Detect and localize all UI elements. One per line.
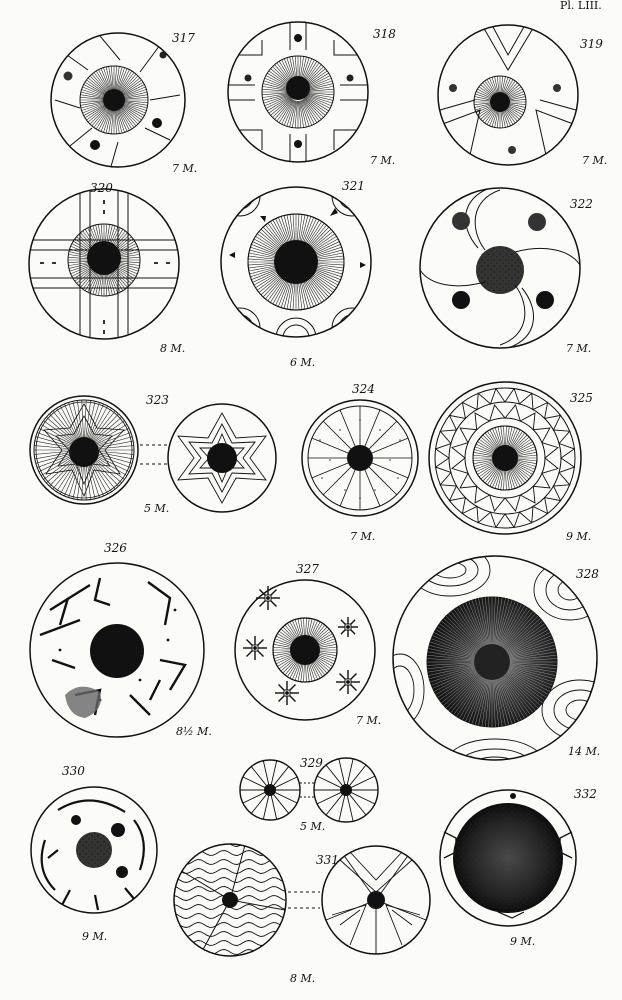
scale-label: 9 M. xyxy=(510,935,535,948)
figure-number: 317 xyxy=(172,31,195,45)
figure-326: 326 8½ M. xyxy=(29,541,212,738)
plate-header: Pl. LIII. xyxy=(560,0,602,12)
figure-number: 322 xyxy=(570,197,593,211)
scale-label: 7 M. xyxy=(356,714,381,727)
scale-label: 8 M. xyxy=(160,342,185,355)
zigzag-band xyxy=(451,404,559,512)
figure-number: 326 xyxy=(104,541,127,555)
figure-318: 318 7 M. xyxy=(227,21,396,167)
radial-spoke-group xyxy=(314,758,378,822)
scale-label: 7 M. xyxy=(370,154,395,167)
figure-number: 320 xyxy=(90,181,113,195)
figure-325: 325 9 M. xyxy=(428,381,593,543)
scale-label: 6 M. xyxy=(290,356,315,369)
radial-spoke-group xyxy=(240,760,300,820)
star-motif xyxy=(256,586,280,610)
figure-number: 321 xyxy=(342,179,365,193)
figure-number: 331 xyxy=(316,853,339,867)
figure-319: 319 7 M. xyxy=(437,24,607,167)
figure-330: 330 9 M. xyxy=(30,764,158,943)
radial-hatch-ring xyxy=(426,596,558,728)
figure-number: 318 xyxy=(373,27,396,41)
radial-hatch-ring xyxy=(33,399,135,501)
scale-label: 14 M. xyxy=(568,745,600,758)
scale-label: 7 M. xyxy=(582,154,607,167)
radial-hatch-ring xyxy=(79,65,149,135)
figure-320: 320 8 M. xyxy=(28,181,185,355)
figure-317: 317 7 M. xyxy=(50,31,197,175)
scale-label: 7 M. xyxy=(566,342,591,355)
figure-323: 323 5 M. xyxy=(29,393,277,515)
radial-spoke-group xyxy=(308,406,412,510)
figure-number: 319 xyxy=(580,37,603,51)
scale-label: 9 M. xyxy=(566,530,591,543)
scale-label: 8½ M. xyxy=(176,725,212,738)
figure-329: 329 5 M. xyxy=(239,756,379,833)
figure-327: 327 7 M. xyxy=(234,562,381,727)
figure-number: 324 xyxy=(352,382,375,396)
figure-number: 325 xyxy=(570,391,593,405)
scale-label: 8 M. xyxy=(290,972,315,985)
star-motif xyxy=(243,636,267,660)
figure-number: 332 xyxy=(574,787,597,801)
figure-332: 332 9 M. xyxy=(439,787,597,948)
scale-label: 9 M. xyxy=(82,930,107,943)
figure-321: 321 6 M. xyxy=(220,179,372,369)
scale-label: 7 M. xyxy=(350,530,375,543)
scale-label: 5 M. xyxy=(300,820,325,833)
figure-number: 323 xyxy=(146,393,169,407)
star-motif xyxy=(275,681,299,705)
zigzag-band xyxy=(434,387,576,529)
figure-number: 329 xyxy=(300,756,323,770)
scale-label: 5 M. xyxy=(144,502,169,515)
figure-324: 324 7 M. xyxy=(301,382,419,543)
star-motif xyxy=(338,617,358,637)
figure-328: 328 14 M. xyxy=(392,555,600,761)
figure-number: 330 xyxy=(62,764,85,778)
star-motif xyxy=(336,670,360,694)
scale-label: 7 M. xyxy=(172,162,197,175)
figure-331: 331 8 M. xyxy=(173,843,431,985)
figure-number: 327 xyxy=(296,562,319,576)
figure-322: 322 7 M. xyxy=(419,187,593,355)
figure-number: 328 xyxy=(576,567,599,581)
